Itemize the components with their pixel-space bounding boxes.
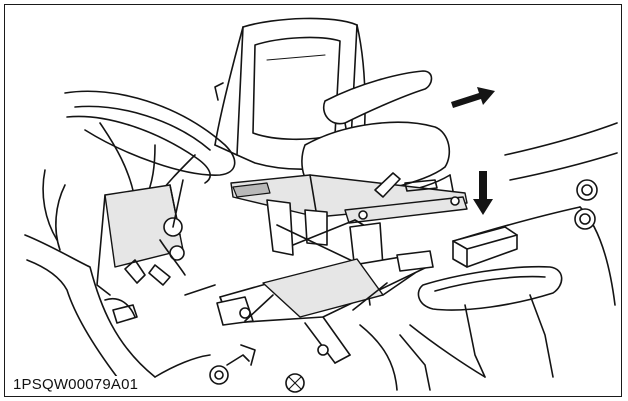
figure-code-label: 1PSQW00079A01 — [11, 376, 141, 394]
seat-slide-rail — [230, 172, 468, 224]
press-down-arrow-icon — [473, 171, 493, 215]
seat-removal-illustration — [24, 17, 618, 393]
right-fender — [456, 122, 618, 306]
slide-lever-handle — [374, 172, 401, 198]
seat-base-platform — [216, 250, 434, 364]
floor-details — [154, 284, 431, 393]
slide-rearward-arrow-icon — [451, 87, 495, 108]
seat-cushion — [301, 121, 454, 211]
figure-frame: 1PSQW00079A01 — [4, 4, 622, 397]
seat-backrest — [214, 17, 366, 170]
left-panel — [24, 169, 156, 378]
steering-wheel — [64, 90, 236, 201]
right-console — [409, 226, 563, 378]
steering-column — [96, 179, 186, 296]
